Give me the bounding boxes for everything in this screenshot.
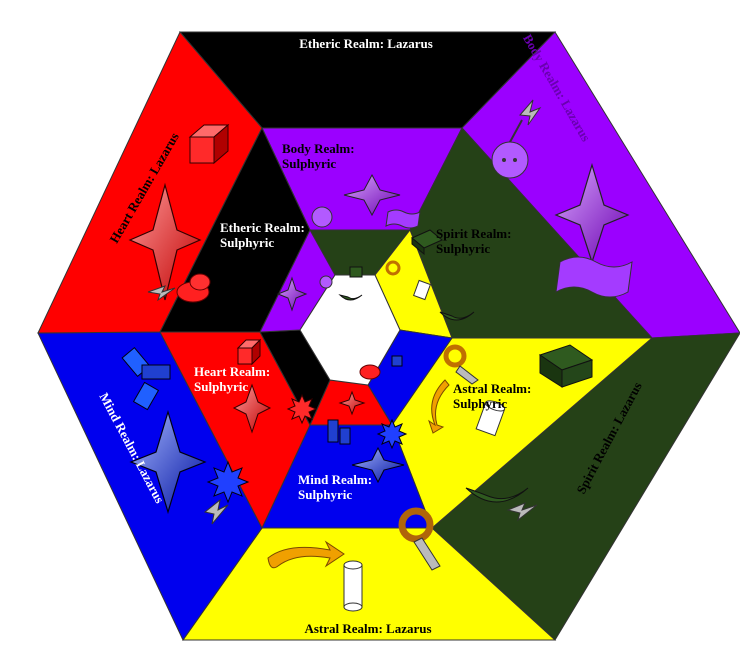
book-icon: [349, 266, 363, 278]
flag-icon: [555, 256, 633, 298]
orb-face-icon: [311, 206, 333, 228]
inner-label-body: Body Realm: Sulphyric: [282, 141, 358, 171]
cube-icon: [236, 338, 262, 366]
moon-icon: [465, 487, 529, 503]
book-icon: [411, 229, 443, 256]
key-ring-icon: [385, 260, 401, 276]
inner-label-astral: Astral Realm: Sulphyric: [453, 381, 535, 411]
star-crystal-icon: [129, 409, 207, 515]
cylinder-icon: [343, 560, 363, 612]
cube-icon: [391, 355, 403, 367]
lightning-icon: [506, 502, 538, 522]
flame-icon: [359, 364, 381, 380]
outer-ring: [37, 31, 740, 641]
cylinder-icon: [475, 400, 506, 437]
arrow-loop-icon: [267, 540, 345, 569]
book-icon: [538, 344, 594, 388]
arrow-loop-icon: [428, 379, 450, 434]
outer-label-etheric: Etheric Realm: Lazarus: [299, 36, 433, 51]
center-hexagon: [299, 274, 401, 386]
cube-icon: [188, 123, 230, 165]
cylinder-icon: [412, 279, 432, 301]
star-crystal-icon: [276, 276, 308, 312]
icons-layer: [121, 99, 633, 612]
star-crystal-icon: [232, 383, 272, 434]
gear-burst-icon: [376, 418, 408, 450]
outer-label-astral: Astral Realm: Lazarus: [304, 621, 431, 636]
orb-face-icon: [491, 119, 529, 179]
cube-icon: [121, 346, 171, 411]
flame-icon: [176, 273, 211, 303]
moon-icon: [439, 311, 475, 321]
cylinder-icon: [327, 419, 351, 445]
lightning-icon: [518, 99, 542, 126]
inner-label-heart: Heart Realm: Sulphyric: [194, 364, 273, 394]
star-crystal-icon: [128, 182, 202, 301]
star-crystal-icon: [343, 173, 401, 217]
orb-face-icon: [319, 275, 333, 289]
star-crystal-icon: [351, 446, 405, 484]
inner-label-etheric: Etheric Realm: Sulphyric: [220, 220, 308, 250]
lightning-icon: [203, 498, 229, 525]
key-ring-icon: [443, 344, 479, 385]
gear-burst-icon: [206, 460, 250, 504]
key-ring-icon: [398, 507, 441, 571]
star-crystal-icon: [338, 390, 366, 416]
gear-burst-icon: [286, 393, 318, 425]
moon-icon: [338, 294, 363, 301]
inner-label-mind: Mind Realm: Sulphyric: [298, 472, 375, 502]
flag-icon: [385, 209, 421, 229]
inner-ring: [259, 228, 453, 427]
inner-label-spirit: Spirit Realm: Sulphyric: [436, 226, 515, 256]
lightning-icon: [147, 285, 176, 302]
